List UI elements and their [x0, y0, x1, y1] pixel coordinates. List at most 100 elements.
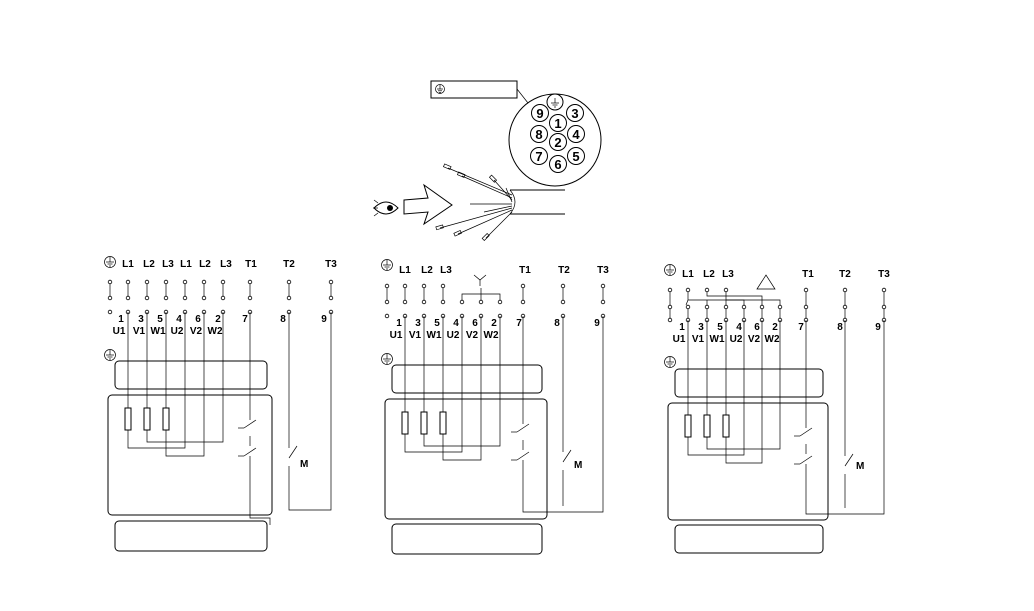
winding-label: W2	[765, 334, 780, 345]
winding-label: V1	[409, 330, 422, 341]
star-symbol-icon	[473, 274, 487, 286]
winding-label: U2	[447, 330, 460, 341]
delta-symbol-icon	[756, 274, 776, 290]
view-arrow-icon	[403, 183, 453, 226]
motor-body	[107, 394, 273, 516]
internal-wiring	[684, 320, 885, 515]
motor-base	[114, 520, 268, 552]
label-T2: T2	[839, 269, 851, 280]
terminal-number: 2	[772, 322, 778, 333]
winding-label: U1	[673, 334, 686, 345]
label-T2: T2	[283, 259, 295, 270]
terminal-number: 8	[554, 318, 560, 329]
line-terminals	[669, 292, 885, 306]
terminal-number: 3	[415, 318, 421, 329]
label-T3: T3	[325, 259, 337, 270]
earth-icon	[381, 259, 393, 271]
terminal-number: 7	[798, 322, 804, 333]
svg-text:2: 2	[554, 135, 561, 150]
terminal-number: 5	[434, 318, 440, 329]
internal-wiring	[401, 316, 604, 513]
winding-label: V1	[692, 334, 705, 345]
diagram-star: L1 L2 L3 T1 T2 T3 1 3 5 4 6 2 7 8 9 U1 V…	[381, 259, 609, 555]
terminal-number: 3	[138, 314, 144, 325]
svg-text:1: 1	[554, 116, 561, 131]
internal-wiring	[124, 312, 332, 525]
connector-pin: 6	[549, 155, 567, 173]
terminal-number: 4	[453, 318, 459, 329]
earth-label-box	[430, 80, 518, 99]
earth-icon	[104, 256, 116, 268]
label-L3: L3	[440, 265, 452, 276]
winding-label: U2	[171, 326, 184, 337]
svg-text:9: 9	[536, 106, 543, 121]
label-T1: T1	[519, 265, 531, 276]
motor-top-cap	[674, 368, 824, 398]
diagram-delta: L1 L2 L3 T1 T2 T3 1 3 5 4 6 2 7 8 9 U1 V…	[664, 264, 890, 554]
earth-icon	[664, 264, 676, 276]
connector-pin-earth	[546, 93, 564, 111]
motor-body	[384, 398, 548, 520]
line-terminals	[386, 288, 604, 302]
earth-icon	[664, 356, 676, 368]
motor-body	[667, 402, 829, 521]
winding-label: U2	[730, 334, 743, 345]
connector-pin: 8	[530, 125, 548, 143]
connector-pin: 9	[531, 104, 549, 122]
motor-base	[391, 523, 543, 555]
label-L2: L2	[421, 265, 433, 276]
terminal-number: 6	[195, 314, 201, 325]
thermal-switch-label: M	[574, 460, 582, 471]
terminal-number: 5	[717, 322, 723, 333]
terminal-number: 6	[472, 318, 478, 329]
label-L1: L1	[122, 259, 134, 270]
label-L3: L3	[220, 259, 232, 270]
winding-label: W1	[710, 334, 725, 345]
thermal-switch-label: M	[300, 459, 308, 470]
label-L2: L2	[703, 269, 715, 280]
terminal-number: 2	[215, 314, 221, 325]
svg-text:6: 6	[554, 157, 561, 172]
label-T1: T1	[245, 259, 257, 270]
winding-label: W2	[208, 326, 223, 337]
connector-pins: 9 3 1 8 4 2 7 5 6	[530, 93, 585, 173]
terminal-number: 2	[491, 318, 497, 329]
terminal-number: 6	[754, 322, 760, 333]
terminal-dots-top	[107, 279, 334, 315]
terminal-number: 1	[396, 318, 402, 329]
connector-pin: 1	[549, 114, 567, 132]
terminal-number: 7	[516, 318, 522, 329]
winding-label: V2	[190, 326, 203, 337]
connector-detail: 9 3 1 8 4 2 7 5 6	[373, 80, 602, 242]
terminal-number: 1	[118, 314, 124, 325]
cable-bundle	[435, 163, 565, 242]
winding-label: V1	[133, 326, 146, 337]
label-T3: T3	[597, 265, 609, 276]
svg-text:7: 7	[535, 149, 542, 164]
connector-pin: 3	[566, 104, 584, 122]
winding-label: U1	[113, 326, 126, 337]
label-L2: L2	[199, 259, 211, 270]
label-L3: L3	[162, 259, 174, 270]
terminal-number: 3	[698, 322, 704, 333]
label-T3: T3	[878, 269, 890, 280]
terminal-number: 9	[321, 314, 327, 325]
earth-icon	[104, 349, 116, 361]
svg-text:4: 4	[572, 127, 580, 142]
eye-icon	[373, 199, 399, 217]
earth-icon	[435, 84, 445, 94]
diagram-separate: L1 L2 L3 L1 L2 L3 T1 T2 T3 1 3 5 4 6 2 7…	[104, 256, 337, 552]
earth-icon	[381, 353, 393, 365]
terminal-number: 7	[242, 314, 248, 325]
label-L1: L1	[682, 269, 694, 280]
connector-pin: 7	[530, 147, 548, 165]
line-terminals	[109, 284, 332, 296]
label-T1: T1	[802, 269, 814, 280]
terminal-number: 9	[875, 322, 881, 333]
terminal-number: 1	[679, 322, 685, 333]
connector-pin: 4	[567, 125, 585, 143]
winding-label: V2	[748, 334, 761, 345]
svg-text:5: 5	[572, 149, 579, 164]
terminal-dots-top	[667, 287, 887, 323]
